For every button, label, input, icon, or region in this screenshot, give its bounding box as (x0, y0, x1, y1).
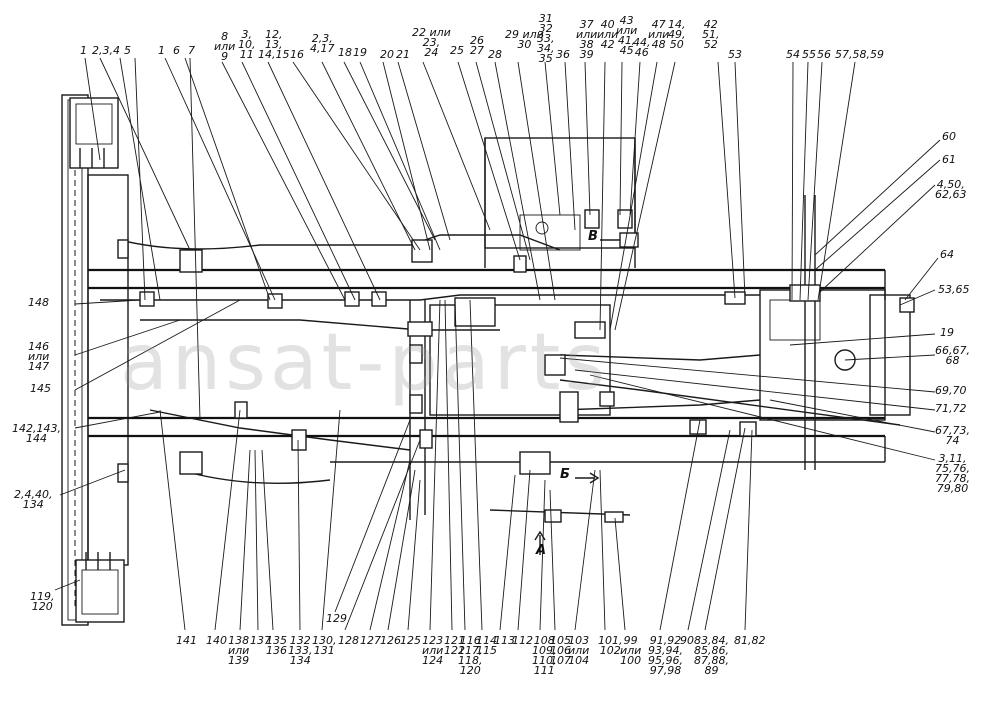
callout-right: 4,50, 62,63 (935, 178, 967, 201)
fittings (117, 209, 915, 523)
callout-right: 67,73, 74 (935, 424, 970, 447)
callout-bottom: 90 (680, 634, 694, 647)
leader-lines-left (54, 299, 241, 591)
leader-lines-top (84, 57, 856, 421)
callout-top: 54 (786, 48, 800, 61)
callout-bottom: 83,84, 85,86, 87,88, 89 (694, 634, 729, 677)
callout-top: 53 (728, 48, 742, 61)
callout-right: 3,11, 75,76, 77,78, 79,80 (935, 452, 970, 495)
callout-left: 145 (30, 382, 51, 395)
callout-top: 6 (173, 44, 180, 57)
callout-bottom: 103 или 104 (568, 634, 590, 667)
callout-bottom: 135 136 (266, 634, 287, 657)
callout-top: 29 или 30 (505, 28, 544, 51)
callout-top: 40 или 42 (597, 18, 619, 51)
callout-left: 119, 120 (30, 590, 55, 613)
callout-bottom: 140 (206, 634, 227, 647)
callout-right: 61 (942, 153, 956, 166)
callout-top: 5 (124, 44, 131, 57)
cab-outline (484, 137, 636, 268)
leader-lines-bottom (159, 299, 753, 631)
callout-top: 57,58,59 (835, 48, 884, 61)
callout-top: 14, 49, 50 (668, 18, 686, 51)
callout-top: 31 32 33, 34, 35 (537, 12, 555, 65)
callout-right: 64 (940, 248, 954, 261)
callout-bottom: 112 (512, 634, 533, 647)
callout-top: 44, 46 (633, 36, 651, 59)
callout-top: 8 или 9 (214, 30, 236, 63)
callout-right: 71,72 (935, 402, 967, 415)
callout-bottom: 99 или 100 (620, 634, 642, 667)
callout-right: 19 (940, 326, 954, 339)
callout-bottom: 123 или 124 (422, 634, 444, 667)
callout-bottom: 101, 102 (598, 634, 623, 657)
callout-right: 53,65 (938, 283, 970, 296)
callout-top: 2,3, 4,17 (310, 32, 335, 55)
leader-lines-right (559, 139, 941, 461)
callout-top: 12, 13, 14,15 (258, 28, 290, 61)
callout-top: 21 (396, 48, 410, 61)
callout-left: 148 (28, 296, 49, 309)
callout-top: 47 или 48 (648, 18, 670, 51)
callout-top: 3, 10, 11 (238, 28, 256, 61)
callout-bottom: 128 (338, 634, 359, 647)
callout-top: 22 или 23, 24 (412, 26, 451, 59)
callout-bottom: 116 117, 118, 120 (458, 634, 483, 677)
callout-top: 25 (450, 44, 464, 57)
top-left-lamp (69, 97, 119, 169)
callout-bottom: 127 (360, 634, 381, 647)
callout-bottom: 132 133, 134 (288, 634, 313, 667)
callout-bottom: 105 106 107 (550, 634, 571, 667)
callout-bottom: 121 122 (444, 634, 465, 657)
callout-right: 69,70 (935, 384, 967, 397)
callout-bottom: 130, 131 (312, 634, 337, 657)
callout-left: 142,143, 144 (12, 422, 61, 445)
callout-bottom: 81,82 (734, 634, 766, 647)
callout-top: 42 51, 52 (702, 18, 720, 51)
view-marker-v: В (588, 229, 598, 244)
callout-top: 56 (817, 48, 831, 61)
callout-bottom: 108 109, 110, 111 (532, 634, 557, 677)
callout-top: 1 (80, 44, 87, 57)
callout-top: 28 (488, 48, 502, 61)
callout-bottom: 125 (400, 634, 421, 647)
view-marker-a: A (536, 543, 547, 558)
left-frame-rail (61, 94, 129, 626)
callout-bottom: 126 (380, 634, 401, 647)
frame-members (88, 268, 886, 463)
callout-top: 43 или 41, 45 (616, 14, 638, 57)
view-marker-b: Б (560, 467, 570, 482)
callout-top: 16 (290, 48, 304, 61)
callout-top: 1 (158, 44, 165, 57)
callout-bottom: 137 (250, 634, 271, 647)
arrows (534, 239, 620, 555)
callout-top: 36 (556, 48, 570, 61)
callout-top: 19 (353, 46, 367, 59)
callout-top: 7 (188, 44, 195, 57)
callout-right: 60 (942, 130, 956, 143)
callout-top: 26 27 (470, 34, 484, 57)
callout-left: 2,4,40, 134 (14, 488, 53, 511)
callout-bottom: 138 или 139 (228, 634, 250, 667)
callout-left: 146 или 147 (28, 340, 50, 373)
callout-bottom: 129 (326, 612, 347, 625)
callout-top: 2,3,4 (92, 44, 120, 57)
callout-bottom: 113 (494, 634, 515, 647)
bottom-left-lamp (75, 552, 125, 623)
callout-bottom: 91,92 93,94, 95,96, 97,98 (648, 634, 683, 677)
callout-bottom: 141 (176, 634, 197, 647)
callout-top: 55 (802, 48, 816, 61)
callout-top: 20 (380, 48, 394, 61)
callout-top: 18 (338, 46, 352, 59)
callout-right: 66,67, 68 (935, 344, 970, 367)
callout-top: 37 или 38 39 (576, 18, 598, 61)
callout-bottom: 114 115 (476, 634, 497, 657)
